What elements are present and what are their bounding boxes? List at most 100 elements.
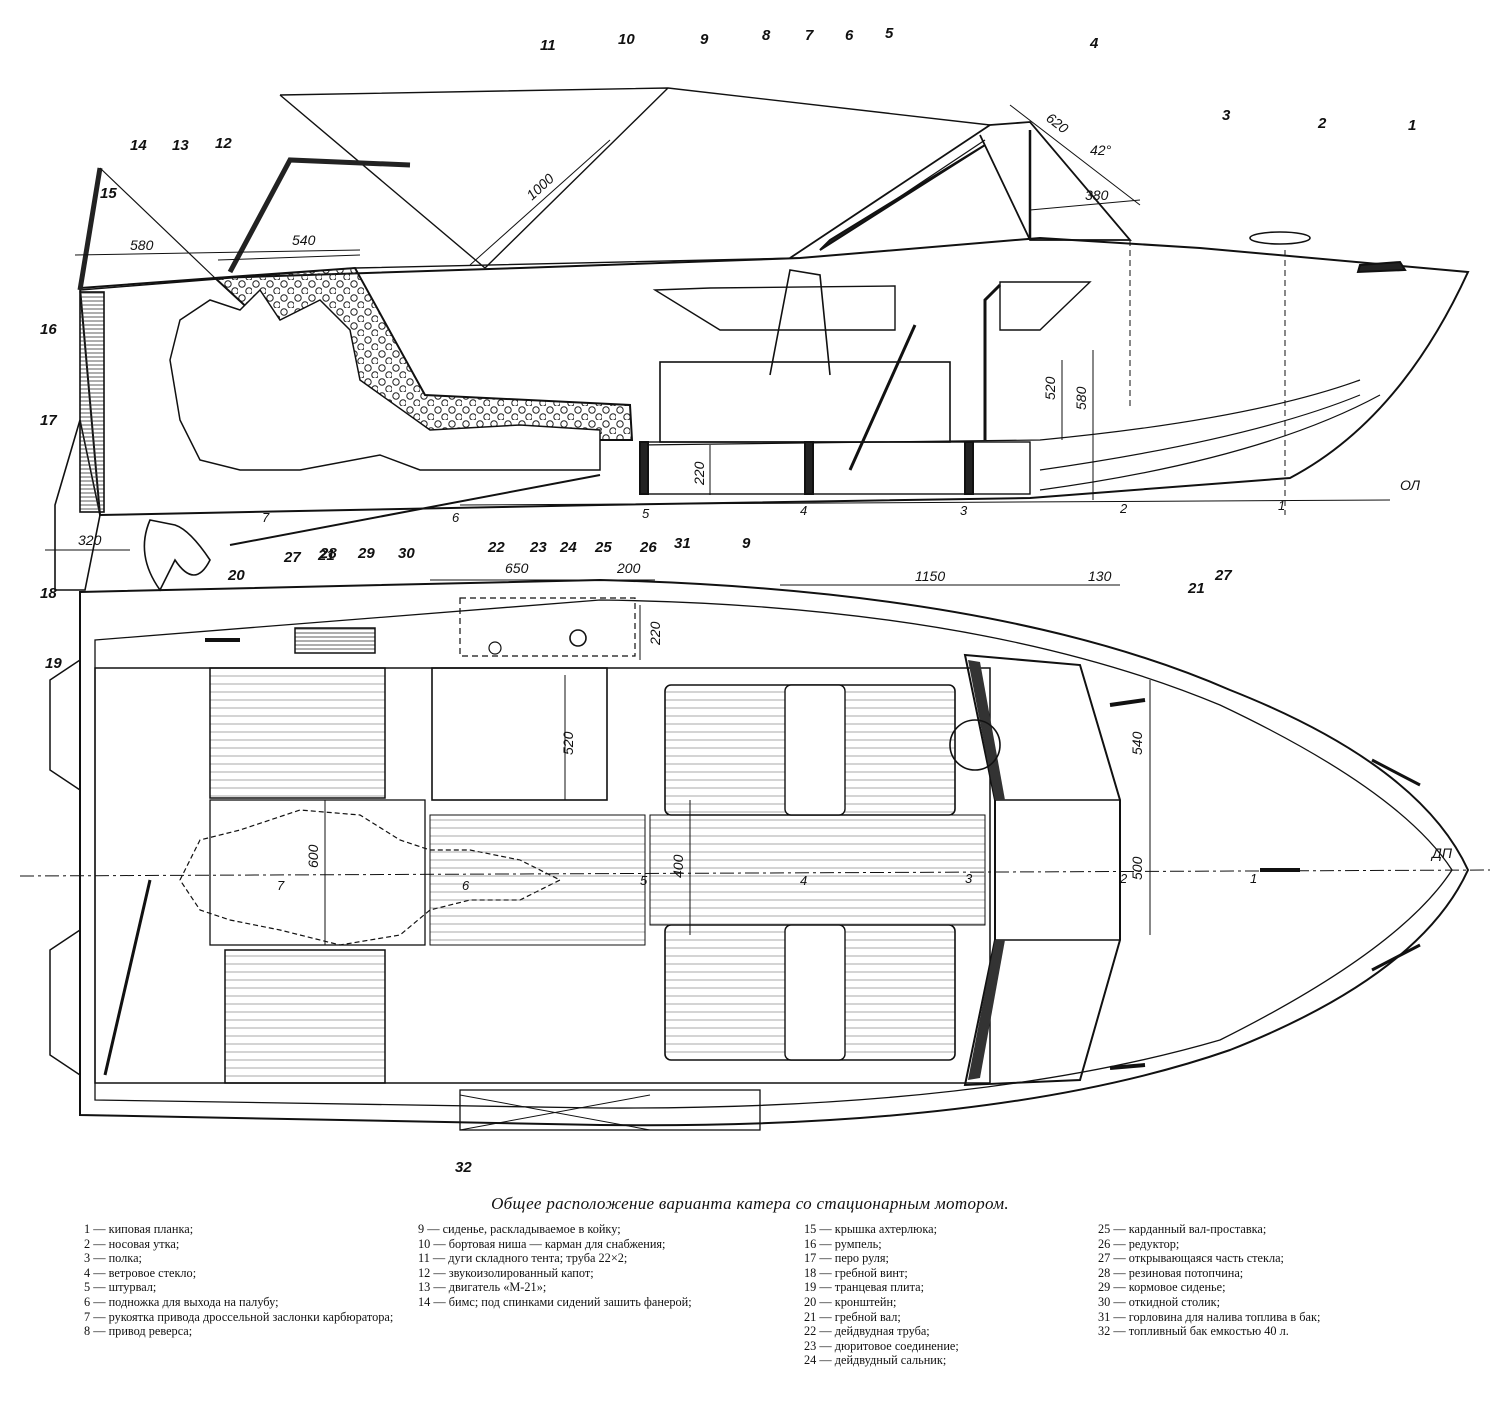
dim-200: 200 xyxy=(616,560,641,576)
svg-text:32: 32 xyxy=(455,1159,472,1176)
seat-side xyxy=(659,361,951,443)
legend-item: 15 — крышка ахтерлюка; xyxy=(804,1222,938,1236)
side-view xyxy=(54,87,1470,592)
plan-rear-seat-bottom xyxy=(224,949,386,1084)
drawing-caption: Общее расположение варианта катера со ст… xyxy=(491,1194,1009,1213)
svg-text:15: 15 xyxy=(100,185,117,202)
plan-steering-wheel xyxy=(949,719,1001,771)
dim-1150: 1150 xyxy=(915,568,945,584)
svg-text:2: 2 xyxy=(1119,501,1128,516)
legend-item: 3 — полка; xyxy=(84,1251,142,1266)
legend-item: 7 — рукоятка привода дроссельной заслонк… xyxy=(84,1309,394,1324)
legend-item: 29 — кормовое сиденье; xyxy=(1098,1280,1226,1295)
side-view-stations: 7 6 5 4 3 2 1 xyxy=(262,498,1285,525)
dim-540: 540 xyxy=(292,232,316,248)
svg-text:10: 10 xyxy=(618,31,635,48)
svg-text:4: 4 xyxy=(800,503,807,518)
svg-text:6: 6 xyxy=(462,878,470,893)
svg-text:5: 5 xyxy=(640,873,648,888)
svg-text:3: 3 xyxy=(965,871,973,886)
svg-text:7: 7 xyxy=(805,27,814,44)
svg-text:31: 31 xyxy=(674,535,691,552)
svg-text:4: 4 xyxy=(800,873,807,888)
legend-item: 1 — киповая планка; xyxy=(84,1222,194,1236)
svg-text:4: 4 xyxy=(1089,35,1099,52)
propeller-shaft xyxy=(229,474,601,546)
svg-text:11: 11 xyxy=(540,37,556,54)
legend-item: 30 — откидной столик; xyxy=(1098,1294,1221,1309)
propeller xyxy=(143,519,211,592)
dim-580b: 580 xyxy=(1073,386,1089,410)
legend-column-4: 25 — карданный вал-проставка; 26 — редук… xyxy=(1098,1222,1428,1339)
legend-item: 24 — дейдвудный сальник; xyxy=(804,1353,947,1368)
legend-item: 27 — открывающаяся часть стекла; xyxy=(1098,1251,1284,1266)
svg-text:6: 6 xyxy=(845,27,854,44)
plan-view-dimension-labels: 650 200 220 1150 130 520 540 500 600 400… xyxy=(305,560,1453,880)
legend-item: 10 — бортовая ниша — карман для снабжени… xyxy=(418,1236,666,1251)
dim-620: 620 xyxy=(1043,109,1071,136)
legend-item: 8 — привод реверса; xyxy=(84,1324,193,1339)
plan-fuel-tank xyxy=(459,597,636,657)
dim-220-plan: 220 xyxy=(647,621,663,646)
svg-text:2: 2 xyxy=(1119,871,1128,886)
legend-item: 18 — гребной винт; xyxy=(804,1265,908,1280)
legend-item: 12 — звукоизолированный капот; xyxy=(418,1265,594,1280)
side-view-dimensions xyxy=(45,104,1141,551)
legend-item: 20 — кронштейн; xyxy=(804,1294,897,1309)
legend-item: 21 — гребной вал; xyxy=(804,1309,901,1324)
legend-item: 9 — сиденье, раскладываемое в койку; xyxy=(418,1222,621,1236)
svg-text:21: 21 xyxy=(317,547,335,564)
svg-text:1: 1 xyxy=(1278,498,1285,513)
svg-text:24: 24 xyxy=(559,539,577,556)
svg-text:8: 8 xyxy=(762,27,771,44)
svg-text:30: 30 xyxy=(398,545,415,562)
dim-520: 520 xyxy=(1042,376,1058,400)
legend-column-2: 9 — сиденье, раскладываемое в койку; 10 … xyxy=(418,1222,788,1310)
svg-text:29: 29 xyxy=(357,545,375,562)
rudder xyxy=(54,419,101,591)
svg-text:3: 3 xyxy=(960,503,968,518)
plan-view-stations: 7 6 5 4 3 2 1 xyxy=(277,871,1257,893)
hull-outline xyxy=(78,236,1470,517)
dim-130: 130 xyxy=(1088,568,1112,584)
svg-text:14: 14 xyxy=(130,137,147,154)
plan-view-callouts: 28 29 30 31 9 21 27 19 32 xyxy=(45,535,1232,1176)
engine xyxy=(169,288,601,471)
dim-520-plan: 520 xyxy=(560,731,576,755)
boat-general-arrangement-drawing: 1000 620 42° 380 580 540 520 580 220 3 20… xyxy=(19,25,1491,1176)
legend-column-3: 15 — крышка ахтерлюка; 16 — румпель; 17 … xyxy=(804,1222,1094,1368)
windshield xyxy=(789,121,1132,259)
folding-tent xyxy=(279,87,991,269)
legend-item: 28 — резиновая потопчина; xyxy=(1098,1265,1244,1280)
legend-item: 23 — дюритовое соединение; xyxy=(804,1338,959,1353)
svg-text:5: 5 xyxy=(885,25,894,42)
dim-380: 380 xyxy=(1085,187,1109,203)
svg-text:1: 1 xyxy=(1250,871,1257,886)
svg-text:2: 2 xyxy=(1317,115,1327,132)
legend-item: 11 — дуги складного тента; труба 22×2; xyxy=(418,1251,628,1266)
dim-42: 42° xyxy=(1090,142,1112,158)
svg-text:23: 23 xyxy=(529,539,547,556)
legend-item: 5 — штурвал; xyxy=(84,1280,157,1295)
svg-text:5: 5 xyxy=(642,506,650,521)
centerline-label: ДП xyxy=(1430,845,1453,861)
legend-item: 13 — двигатель «М-21»; xyxy=(418,1280,547,1295)
svg-text:9: 9 xyxy=(742,535,751,552)
dim-600-plan: 600 xyxy=(305,844,321,868)
dim-1000: 1000 xyxy=(523,170,557,203)
waterline-label: ОЛ xyxy=(1400,477,1420,493)
svg-text:3: 3 xyxy=(1222,107,1231,124)
dim-220: 220 xyxy=(691,461,707,486)
legend-item: 6 — подножка для выхода на палубу; xyxy=(84,1294,279,1309)
legend-item: 25 — карданный вал-проставка; xyxy=(1098,1222,1267,1236)
svg-text:18: 18 xyxy=(40,585,57,602)
plan-view-dimensions xyxy=(324,579,1151,945)
dim-580: 580 xyxy=(130,237,154,253)
svg-text:26: 26 xyxy=(639,539,657,556)
legend-item: 4 — ветровое стекло; xyxy=(84,1265,197,1280)
legend-item: 19 — транцевая плита; xyxy=(804,1280,925,1295)
svg-text:19: 19 xyxy=(45,655,62,672)
plan-rear-seat-top xyxy=(209,667,386,799)
legend-item: 17 — перо руля; xyxy=(804,1251,889,1266)
svg-text:28: 28 xyxy=(319,545,337,562)
